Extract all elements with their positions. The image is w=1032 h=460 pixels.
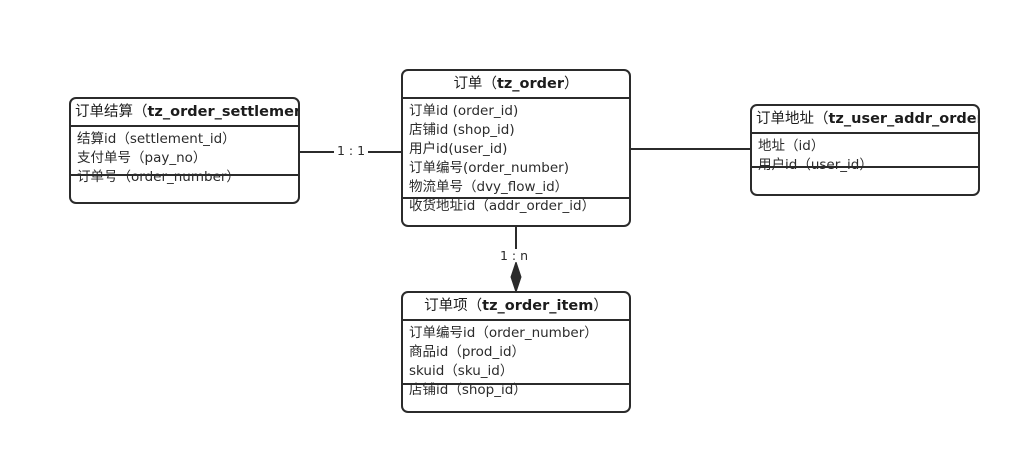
entity-table-name: tz_order_settlement xyxy=(147,104,299,120)
field-row: 订单号（order_number） xyxy=(77,169,240,185)
entity-title-order-settlement: 订单结算（tz_order_settlement） xyxy=(71,99,298,127)
field-row: 用户id(user_id) xyxy=(409,141,508,157)
field-row: 店铺id (shop_id) xyxy=(409,122,515,138)
entity-fields-order-item: 订单编号id（order_number） 商品id（prod_id） skuid… xyxy=(403,321,629,398)
entity-order-settlement[interactable]: 订单结算（tz_order_settlement） 结算id（settlemen… xyxy=(69,97,300,204)
entity-paren-close: ） xyxy=(593,298,608,314)
connector-order-address xyxy=(630,148,751,150)
field-row: 结算id（settlement_id） xyxy=(77,131,236,147)
field-row: skuid（sku_id） xyxy=(409,363,514,379)
connector-order-orderitem xyxy=(515,225,517,265)
field-row: 收货地址id（addr_order_id） xyxy=(409,198,596,214)
entity-paren-open: （ xyxy=(467,298,483,314)
entity-table-name: tz_order_item xyxy=(482,298,594,314)
field-row: 订单id (order_id) xyxy=(409,103,519,119)
entity-cn-name: 订单项 xyxy=(424,298,468,314)
entity-cn-name: 订单地址 xyxy=(756,111,814,127)
entity-title-user-addr-order: 订单地址（tz_user_addr_order） xyxy=(752,106,978,134)
entity-order[interactable]: 订单（tz_order） 订单id (order_id) 店铺id (shop_… xyxy=(401,69,631,227)
entity-cn-name: 订单 xyxy=(453,76,483,92)
field-row: 店铺id（shop_id） xyxy=(409,382,527,398)
entity-user-addr-order[interactable]: 订单地址（tz_user_addr_order） 地址（id） 用户id（use… xyxy=(750,104,980,196)
field-row: 商品id（prod_id） xyxy=(409,344,526,360)
field-row: 支付单号（pay_no） xyxy=(77,150,207,166)
field-row: 物流单号（dvy_flow_id） xyxy=(409,179,569,195)
entity-paren-open: （ xyxy=(814,111,829,127)
entity-paren-open: （ xyxy=(133,104,148,120)
entity-table-name: tz_user_addr_order xyxy=(828,111,979,127)
field-row: 用户id（user_id） xyxy=(758,157,873,173)
entity-fields-order: 订单id (order_id) 店铺id (shop_id) 用户id(user… xyxy=(403,99,629,214)
relationship-label-settlement-order: 1 : 1 xyxy=(334,144,369,158)
entity-order-item[interactable]: 订单项（tz_order_item） 订单编号id（order_number） … xyxy=(401,291,631,413)
field-row: 地址（id） xyxy=(758,138,825,154)
field-row: 订单编号id（order_number） xyxy=(409,325,598,341)
field-row: 订单编号(order_number) xyxy=(409,160,569,176)
entity-title-order-item: 订单项（tz_order_item） xyxy=(403,293,629,321)
entity-fields-user-addr-order: 地址（id） 用户id（user_id） xyxy=(752,134,978,173)
entity-fields-order-settlement: 结算id（settlement_id） 支付单号（pay_no） 订单号（ord… xyxy=(71,127,298,185)
entity-paren-close: ） xyxy=(564,76,579,92)
relationship-label-order-orderitem: 1 : n xyxy=(497,249,532,263)
entity-table-name: tz_order xyxy=(496,76,565,92)
entity-paren-open: （ xyxy=(482,76,497,92)
entity-title-order: 订单（tz_order） xyxy=(403,71,629,99)
entity-cn-name: 订单结算 xyxy=(75,104,133,120)
